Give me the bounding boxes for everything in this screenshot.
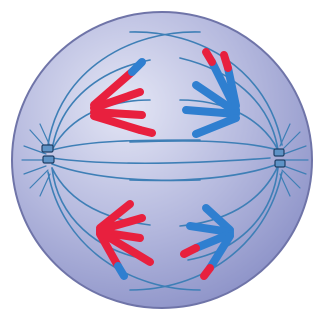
chromatid	[118, 266, 124, 276]
chromatid	[206, 52, 212, 62]
chromatid	[224, 55, 228, 68]
cell-body	[12, 12, 312, 308]
chromatid	[140, 130, 152, 133]
chromatid	[186, 110, 236, 114]
chromatid	[204, 268, 210, 276]
chromatid	[184, 248, 196, 254]
